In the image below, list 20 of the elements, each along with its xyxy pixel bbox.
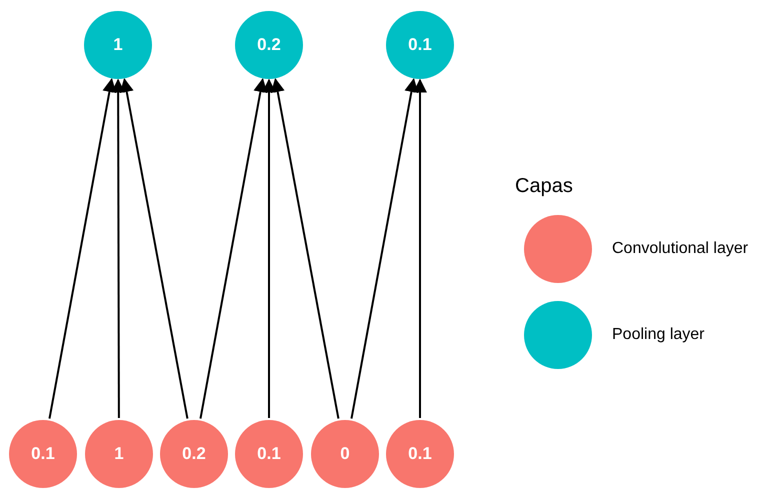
arrow — [350, 78, 418, 419]
node-value: 0.1 — [257, 443, 281, 466]
node-value: 0.1 — [408, 443, 432, 466]
arrow — [111, 78, 126, 418]
legend-title: Capas — [515, 174, 573, 199]
node-value: 1 — [113, 34, 123, 56]
node-value: 0.2 — [257, 34, 281, 56]
arrow — [200, 78, 268, 419]
legend-label: Convolutional layer — [612, 239, 748, 259]
legend-label: Pooling layer — [612, 325, 704, 345]
node-value: 0 — [340, 443, 350, 466]
node-value: 0.1 — [408, 34, 432, 56]
arrow — [262, 78, 276, 418]
node-value: 0.2 — [182, 443, 206, 466]
arrow — [120, 78, 188, 419]
arrow — [48, 78, 116, 419]
arrow — [413, 78, 427, 418]
node-value: 0.1 — [31, 443, 55, 466]
arrow — [270, 78, 340, 419]
node-value: 1 — [114, 443, 124, 466]
